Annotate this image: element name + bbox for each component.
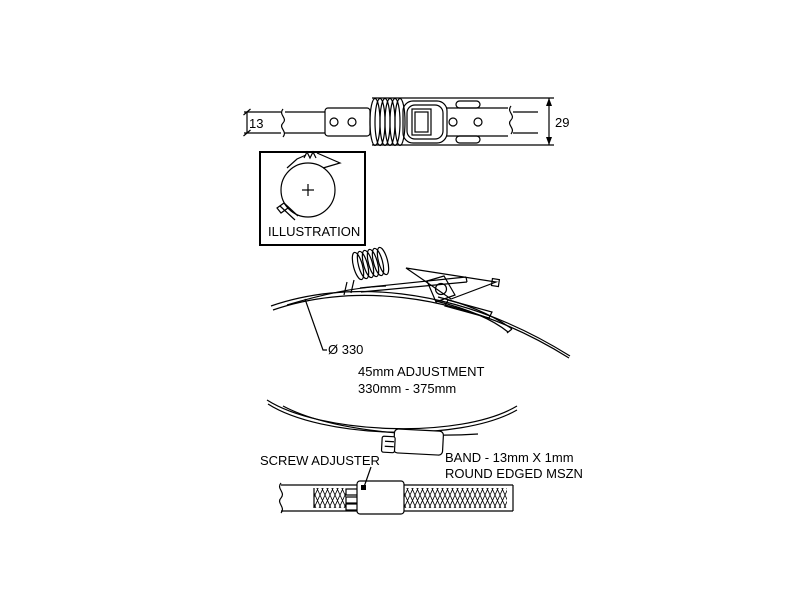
band-spec-line1: BAND - 13mm X 1mm	[445, 450, 574, 465]
right-plate	[447, 100, 508, 144]
adjustment-label-line1: 45mm ADJUSTMENT	[358, 364, 484, 379]
band-spec-line2: ROUND EDGED MSZN	[445, 466, 583, 481]
side-view-drawing	[243, 97, 554, 147]
screw-adjuster-housing	[356, 480, 405, 515]
band-perforation-left	[314, 488, 346, 508]
screw-adjuster-leader	[363, 466, 372, 488]
clamp-height-dimension: 29	[555, 115, 569, 130]
dim-13-lines	[243, 108, 281, 137]
plan-view-drawing	[278, 480, 514, 515]
spring-coil-front	[343, 246, 390, 296]
illustration-sketch	[276, 150, 342, 221]
screw-adjuster-leader-dot	[361, 485, 366, 490]
band-break-right	[508, 105, 514, 135]
screw-housing-arc	[380, 428, 444, 456]
release-lever	[359, 267, 501, 319]
adjustment-label-line2: 330mm - 375mm	[358, 381, 456, 396]
band-width-dimension: 13	[249, 116, 263, 131]
band-break-left	[280, 108, 286, 138]
diameter-label: Ø 330	[328, 342, 363, 357]
band-break-plan	[278, 482, 284, 514]
labels: 13 29 ILLUSTRATION Ø 330 45mm ADJUSTMENT…	[249, 115, 583, 490]
dim-29-lines	[546, 98, 552, 145]
illustration-box	[259, 150, 366, 246]
screw-clips	[345, 488, 359, 511]
screw-adjuster-label: SCREW ADJUSTER	[260, 453, 380, 468]
latch-buckle	[402, 100, 448, 144]
front-view-drawing	[270, 246, 571, 359]
diameter-leader	[304, 298, 327, 351]
spring-coil-side	[369, 97, 406, 147]
band-perforation-right	[404, 488, 507, 508]
illustration-caption: ILLUSTRATION	[268, 224, 360, 239]
detail-view-drawing	[266, 399, 518, 456]
left-plate	[324, 107, 371, 137]
